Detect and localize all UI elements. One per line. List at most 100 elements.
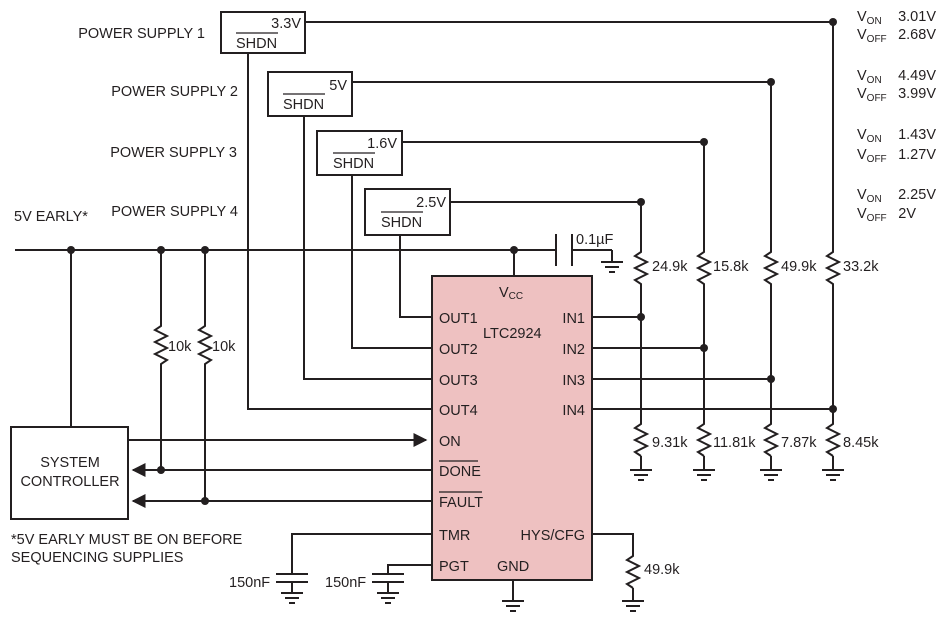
top-res-1-value: 24.9k	[652, 259, 688, 275]
svg-text:VOFF: VOFF	[857, 27, 887, 45]
supply-box-2: 5V SHDN	[267, 71, 353, 117]
ground-icon	[281, 592, 303, 604]
pin-out4: OUT4	[439, 403, 478, 419]
tmr-cap-value: 150nF	[229, 575, 270, 591]
top-res-3-value: 49.9k	[781, 259, 817, 275]
bottom-res-2-value: 11.81k	[713, 435, 756, 451]
junctions	[67, 18, 837, 505]
pin-in1: IN1	[562, 311, 585, 327]
ground-icon	[601, 261, 623, 273]
top-res-4-value: 33.2k	[843, 259, 879, 275]
svg-text:VON: VON	[857, 127, 882, 145]
supply-2-shdn: SHDN	[283, 97, 324, 113]
hys-res-value: 49.9k	[644, 562, 680, 578]
voff-4: 2V	[898, 206, 916, 222]
system-controller: SYSTEM CONTROLLER	[10, 426, 129, 520]
supply-2-voltage: 5V	[329, 78, 347, 94]
supply-box-4: 2.5V SHDN	[364, 188, 451, 236]
supply-4-label: POWER SUPPLY 4	[111, 204, 238, 220]
voff-1: 2.68V	[898, 27, 936, 43]
supply-1-label: POWER SUPPLY 1	[78, 26, 205, 42]
bottom-resistor-3	[762, 420, 780, 457]
voff-2: 3.99V	[898, 86, 936, 102]
pin-in4: IN4	[562, 403, 585, 419]
pgt-cap-value: 150nF	[325, 575, 366, 591]
von-3: 1.43V	[898, 127, 936, 143]
wires	[15, 21, 834, 601]
controller-line1: SYSTEM	[40, 455, 100, 471]
ground-icon	[622, 600, 644, 612]
threshold-1: VON 3.01V VOFF 2.68V	[857, 9, 936, 45]
top-res-2-value: 15.8k	[713, 259, 749, 275]
svg-text:VOFF: VOFF	[857, 147, 887, 165]
power-supply-boxes: 3.3V SHDN 5V SHDN 1.6V SHDN 2.5V SHDN	[220, 11, 451, 236]
threshold-2: VON 4.49V VOFF 3.99V	[857, 68, 936, 104]
hys-resistor	[624, 552, 642, 589]
svg-text:VON: VON	[857, 9, 882, 27]
svg-text:VON: VON	[857, 68, 882, 86]
pullup-1-value: 10k	[168, 339, 192, 355]
footnote-line2: SEQUENCING SUPPLIES	[11, 550, 183, 566]
supply-box-3: 1.6V SHDN	[316, 130, 403, 176]
labels: POWER SUPPLY 1 POWER SUPPLY 2 POWER SUPP…	[11, 26, 879, 591]
pin-hys-cfg: HYS/CFG	[521, 528, 585, 544]
vcc-label: VCC	[499, 285, 523, 302]
bottom-res-1-value: 9.31k	[652, 435, 688, 451]
controller-line2: CONTROLLER	[20, 474, 119, 490]
bottom-res-3-value: 7.87k	[781, 435, 817, 451]
grounds	[281, 261, 844, 612]
pin-in2: IN2	[562, 342, 585, 358]
von-2: 4.49V	[898, 68, 936, 84]
pin-out2: OUT2	[439, 342, 478, 358]
bypass-cap-value: 0.1µF	[576, 232, 614, 248]
pullup-resistor-1	[152, 320, 170, 372]
svg-text:VOFF: VOFF	[857, 86, 887, 104]
supply-3-voltage: 1.6V	[367, 136, 397, 152]
svg-text:VOFF: VOFF	[857, 206, 887, 224]
resistors	[152, 248, 842, 589]
pullup-resistor-2	[196, 320, 214, 372]
svg-text:VON: VON	[857, 187, 882, 205]
thresholds: VON 3.01V VOFF 2.68V VON 4.49V VOFF 3.99…	[857, 9, 936, 224]
top-resistor-4	[824, 248, 842, 288]
ground-icon	[822, 469, 844, 481]
bottom-resistor-1	[632, 420, 650, 457]
supply-box-1: 3.3V SHDN	[220, 11, 306, 54]
supply-1-voltage: 3.3V	[271, 16, 301, 32]
footnote-line1: *5V EARLY MUST BE ON BEFORE	[11, 532, 243, 548]
bottom-resistor-2	[695, 420, 713, 457]
pullup-2-value: 10k	[212, 339, 236, 355]
supply-4-voltage: 2.5V	[416, 195, 446, 211]
supply-2-label: POWER SUPPLY 2	[111, 84, 238, 100]
capacitors	[276, 234, 573, 583]
threshold-4: VON 2.25V VOFF 2V	[857, 187, 936, 224]
pin-fault: FAULT	[439, 495, 483, 511]
chip-name: LTC2924	[483, 326, 542, 342]
ground-icon	[693, 469, 715, 481]
pin-gnd: GND	[497, 559, 529, 575]
pin-on: ON	[439, 434, 461, 450]
early-label: 5V EARLY*	[14, 209, 88, 225]
top-resistor-3	[762, 248, 780, 288]
ground-icon	[760, 469, 782, 481]
ground-icon	[630, 469, 652, 481]
pin-in3: IN3	[562, 373, 585, 389]
von-4: 2.25V	[898, 187, 936, 203]
voff-3: 1.27V	[898, 147, 936, 163]
supply-3-label: POWER SUPPLY 3	[110, 145, 237, 161]
pin-done: DONE	[439, 464, 481, 480]
ground-icon	[502, 600, 524, 612]
supply-3-shdn: SHDN	[333, 156, 374, 172]
supply-4-shdn: SHDN	[381, 215, 422, 231]
top-resistor-2	[695, 248, 713, 288]
pin-tmr: TMR	[439, 528, 470, 544]
top-resistor-1	[632, 248, 650, 288]
pin-out3: OUT3	[439, 373, 478, 389]
supply-1-shdn: SHDN	[236, 36, 277, 52]
pin-pgt: PGT	[439, 559, 469, 575]
bottom-res-4-value: 8.45k	[843, 435, 879, 451]
ltc2924-chip: VCC LTC2924 OUT1 OUT2 OUT3 OUT4 ON DONE …	[431, 275, 593, 581]
von-1: 3.01V	[898, 9, 936, 25]
pin-out1: OUT1	[439, 311, 478, 327]
